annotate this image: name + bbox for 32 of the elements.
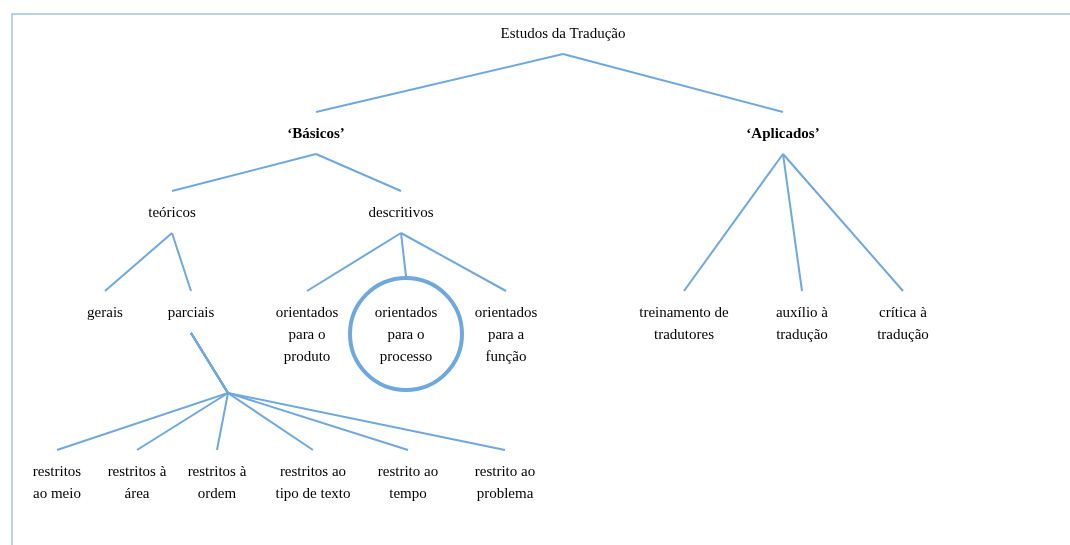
tree-label: restritos ao meio [24,450,90,514]
tree-label: auxílio à tradução [766,291,838,355]
tree-label: orientados para a função [468,291,544,377]
tree-label: ‘Básicos’ [271,112,361,154]
tree-label: restrito ao problema [464,450,546,514]
tree-label: crítica à tradução [867,291,939,355]
tree-label: ‘Aplicados’ [733,112,833,154]
tree-label: gerais [80,291,130,333]
tree-label: Estudos da Tradução [488,12,638,54]
connector-line [400,232,407,277]
tree-label: restritos ao tipo de texto [267,450,359,514]
connector-line [683,153,784,292]
connector-line [782,153,803,292]
tree-label: treinamento de tradutores [628,291,740,355]
tree-label: restrito ao tempo [376,450,440,514]
tree-label: descritivos [356,191,446,233]
circled-label: orientados para o processo [348,276,464,392]
connector-line [171,153,317,192]
connector-line [306,232,402,292]
connector-line [782,153,904,292]
tree-label: restritos à área [104,450,170,514]
connector-line [315,53,564,113]
connector-line [171,232,192,292]
tree-label: parciais [161,291,221,333]
tree-label: restritos à ordem [183,450,251,514]
connector-line [315,153,402,192]
connector-line [562,53,784,113]
tree-label: orientados para o produto [269,291,345,377]
connector-line [190,332,506,451]
connector-line [104,232,173,292]
connector-line [400,232,507,292]
tree-label: teóricos [137,191,207,233]
